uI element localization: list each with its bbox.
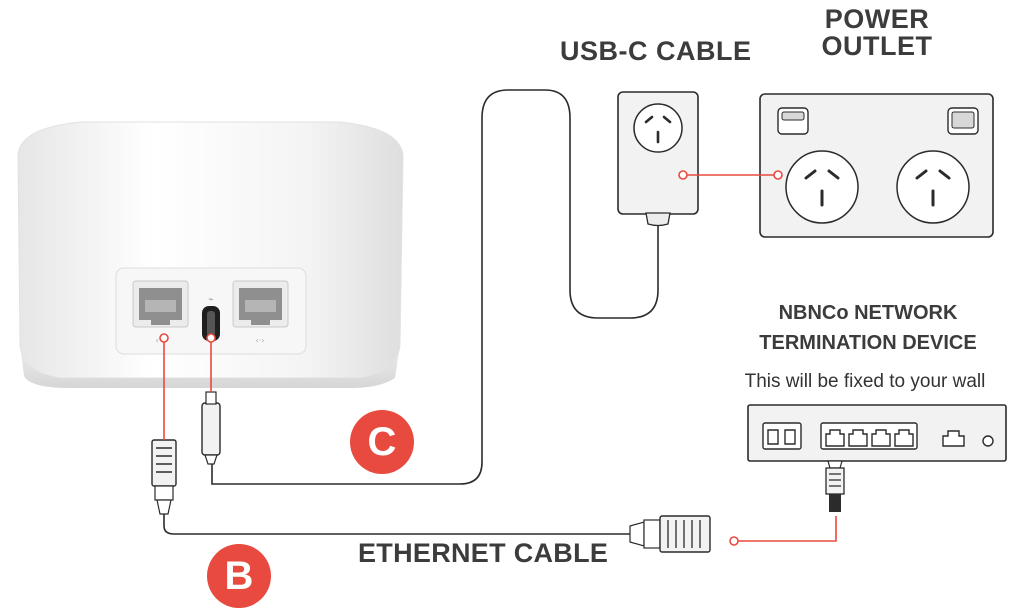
step-badge-b: B	[207, 544, 271, 608]
ntd-device	[747, 404, 1007, 462]
ethernet-cable	[151, 439, 711, 553]
ntd-label: NBNCo NETWORK TERMINATION DEVICE	[720, 298, 1015, 358]
svg-text:⌁: ⌁	[208, 295, 213, 305]
power-outlet-label-line1: POWER	[824, 4, 930, 34]
power-outlet-label: POWER OUTLET	[820, 6, 934, 60]
ntd-ethernet-plug	[825, 460, 845, 512]
usb-c-cable-label: USB-C CABLE	[560, 36, 752, 66]
ethernet-cable-label: ETHERNET CABLE	[358, 538, 609, 568]
ethernet-plug-router-end	[151, 439, 177, 515]
power-adapter	[617, 91, 699, 227]
power-outlet-label-line2: OUTLET	[821, 31, 933, 61]
router-ethernet-port-left[interactable]	[132, 280, 189, 328]
step-badge-c: C	[350, 410, 414, 474]
ntd-label-line2: TERMINATION DEVICE	[759, 332, 977, 354]
router-device: ⌁ ‹·› ‹·›	[17, 121, 404, 388]
router-usb-c-port[interactable]: ⌁	[202, 295, 220, 341]
power-outlet	[759, 93, 994, 238]
pointer-adapter-to-outlet	[678, 170, 783, 180]
ethernet-plug-ntd-end	[629, 515, 711, 553]
pointer-ethernet-router	[159, 333, 169, 440]
router-ethernet-port-right[interactable]	[232, 280, 289, 328]
ntd-label-line1: NBNCo NETWORK	[778, 302, 958, 324]
svg-text:‹·›: ‹·›	[256, 336, 265, 345]
ntd-note: This will be fixed to your wall	[744, 371, 986, 392]
pointer-ethernet-ntd	[729, 516, 837, 546]
pointer-usb-c	[206, 333, 216, 392]
